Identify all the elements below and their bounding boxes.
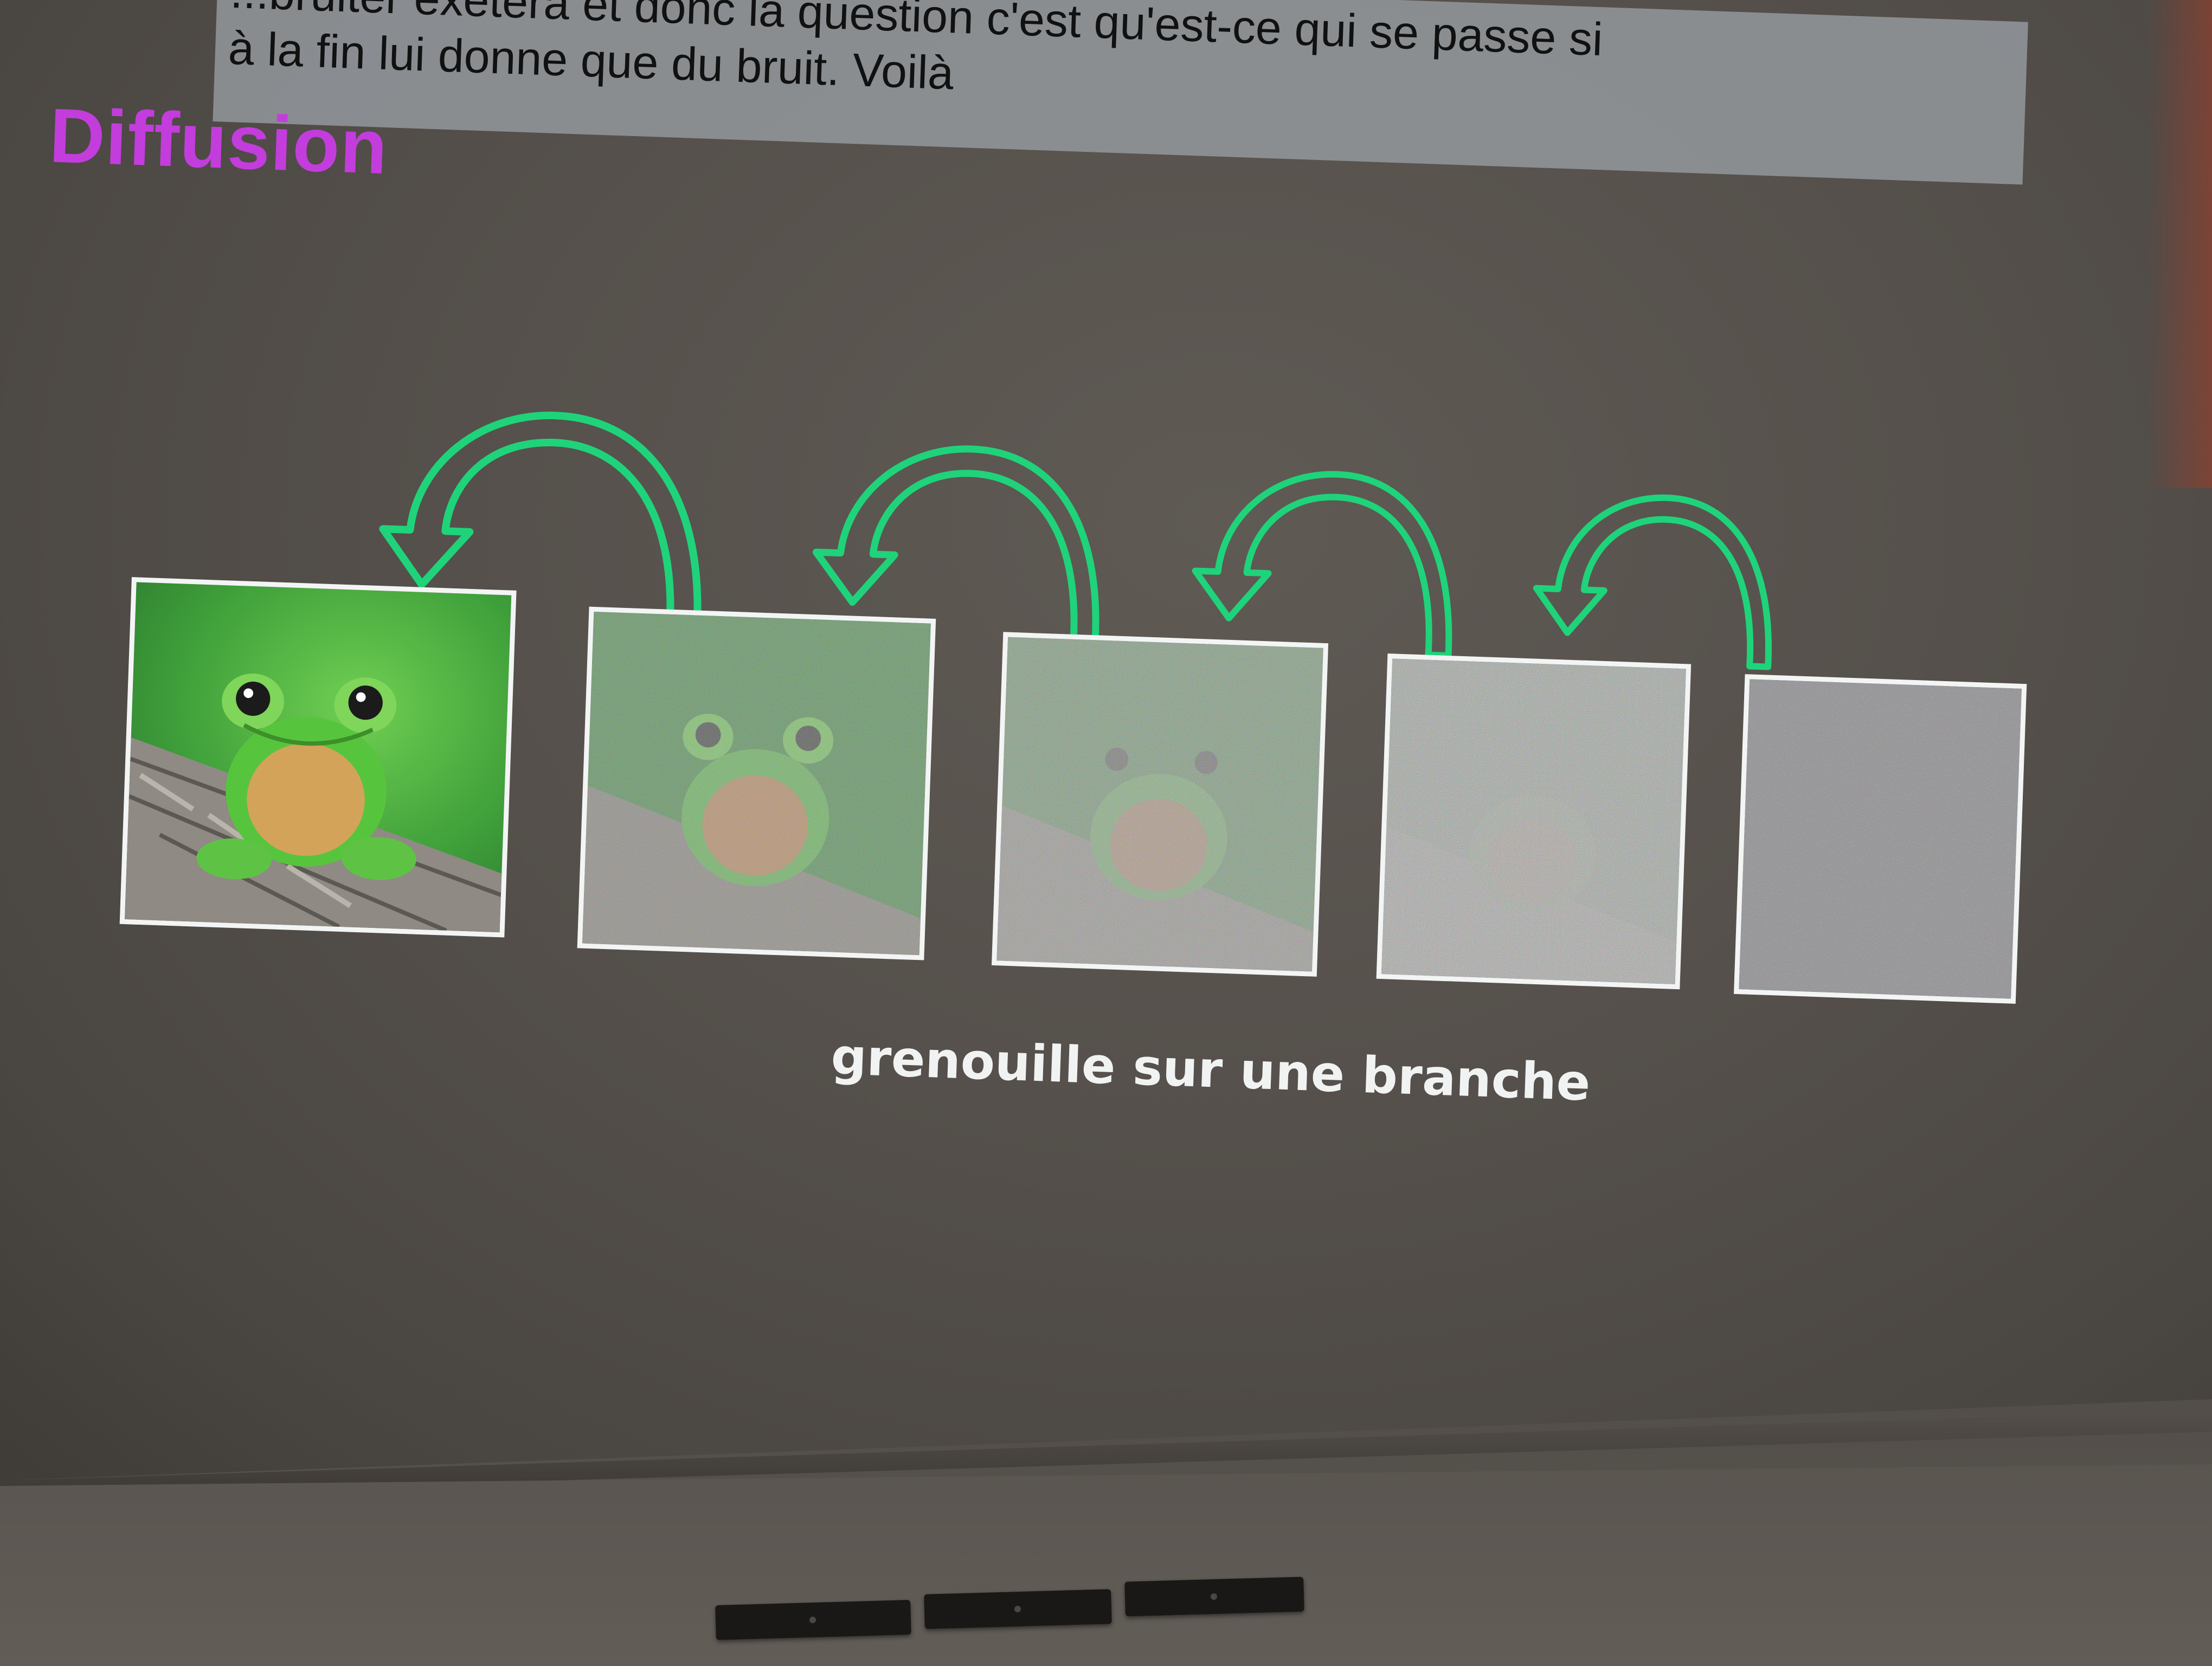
slide: ...bruiter exetera et donc la question c… <box>48 0 2028 1112</box>
curved-arrow-icon <box>1192 471 1454 659</box>
curved-arrow-icon <box>1533 494 1772 670</box>
wall-mount-bracket <box>924 1589 1112 1629</box>
curved-arrow-icon <box>812 445 1101 647</box>
red-light-glow <box>2147 0 2212 488</box>
frog-image-pure-noise <box>1733 674 2027 1004</box>
frog-image-noise-1 <box>577 606 936 960</box>
wall-mount-bracket <box>715 1599 911 1641</box>
slide-title: Diffusion <box>48 92 389 191</box>
live-caption-bar: ...bruiter exetera et donc la question c… <box>213 0 2028 185</box>
frog-image-noise-2 <box>991 632 1329 977</box>
wall-mount-bracket <box>1124 1577 1304 1617</box>
frog-image-clean <box>119 577 517 938</box>
slide-subtitle: grenouille sur une branche <box>830 1027 1592 1112</box>
frog-image-noise-3 <box>1376 653 1692 990</box>
curved-arrow-icon <box>379 412 702 633</box>
wall <box>0 1464 2212 1666</box>
